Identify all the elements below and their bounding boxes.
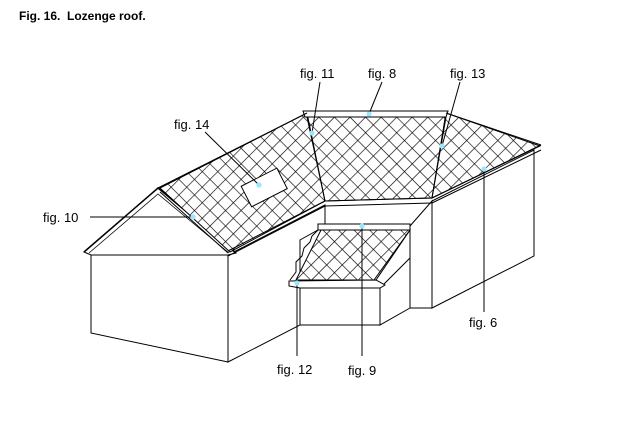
label-fig12: fig. 12 bbox=[277, 362, 312, 377]
hip-line-right bbox=[431, 116, 447, 199]
marker-fig6 bbox=[481, 166, 487, 172]
marker-dots bbox=[190, 111, 487, 286]
roof-planes bbox=[159, 112, 542, 281]
leader-lines bbox=[90, 81, 485, 356]
left-hip bbox=[157, 112, 308, 189]
marker-fig11 bbox=[309, 130, 315, 136]
right-wing-side-wall bbox=[431, 149, 535, 309]
marker-fig9 bbox=[359, 223, 365, 229]
left-wing-front-wall bbox=[90, 254, 229, 363]
porch-front-wall bbox=[299, 287, 381, 326]
label-fig9: fig. 9 bbox=[348, 363, 376, 378]
right-wing-front-wall bbox=[409, 199, 433, 309]
leader-fig11 bbox=[311, 81, 321, 134]
skylight bbox=[240, 167, 288, 208]
ridge-line bbox=[302, 110, 449, 118]
marker-fig13 bbox=[439, 143, 445, 149]
roof-edges bbox=[157, 110, 542, 289]
marker-fig8 bbox=[366, 111, 372, 117]
label-fig14: fig. 14 bbox=[174, 117, 209, 132]
label-fig11: fig. 11 bbox=[300, 66, 334, 81]
figure-labels: fig. 11 fig. 8 fig. 13 fig. 14 fig. 10 f… bbox=[43, 66, 497, 378]
label-fig6: fig. 6 bbox=[469, 315, 497, 330]
right-eave bbox=[431, 144, 542, 204]
left-valley bbox=[159, 191, 229, 254]
porch-eave bbox=[288, 279, 386, 289]
label-fig13: fig. 13 bbox=[450, 66, 485, 81]
left-eave bbox=[227, 200, 326, 257]
porch-side-wall bbox=[379, 256, 411, 326]
right-hip bbox=[445, 112, 542, 146]
hip-roof-slope bbox=[306, 112, 447, 202]
front-eave bbox=[324, 197, 433, 207]
label-fig10: fig. 10 bbox=[43, 210, 78, 225]
marker-fig12 bbox=[294, 280, 300, 286]
figure-caption: Fig. 16. Lozenge roof. bbox=[19, 9, 146, 23]
porch-stepped-flashing bbox=[289, 229, 319, 281]
marker-fig10 bbox=[190, 214, 196, 220]
marker-fig14 bbox=[256, 182, 262, 188]
label-fig8: fig. 8 bbox=[368, 66, 396, 81]
leader-fig13 bbox=[441, 81, 461, 147]
porch-side-edge bbox=[375, 229, 411, 281]
leader-fig14 bbox=[204, 131, 260, 186]
building-walls bbox=[90, 149, 535, 363]
hip-line-left bbox=[306, 116, 326, 202]
left-wing-side-wall bbox=[227, 204, 326, 363]
leader-fig8 bbox=[368, 81, 383, 115]
